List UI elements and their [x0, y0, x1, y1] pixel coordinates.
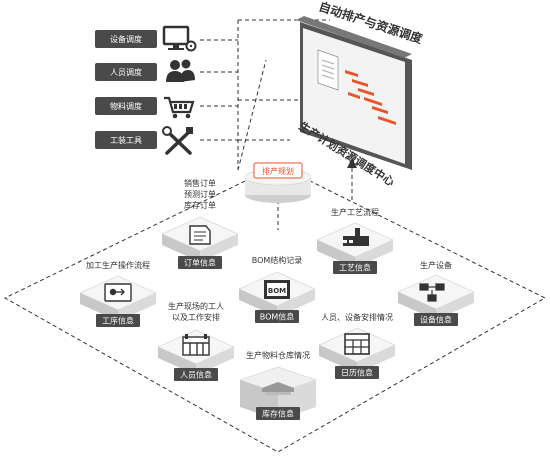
module-label: 日历信息	[341, 368, 373, 378]
module-caption: 生产工艺流程	[331, 207, 379, 217]
module-label: 订单信息	[184, 258, 216, 268]
module-label: 库存信息	[262, 409, 294, 419]
dashed-connectors	[3, 19, 547, 453]
schedule-board-icon	[182, 334, 210, 356]
factory-icon	[343, 228, 369, 246]
module-label: 工序信息	[102, 316, 134, 326]
module-procedure[interactable]: 工序信息 加工生产操作流程	[79, 260, 157, 327]
module-caption: 库存订单	[184, 200, 216, 210]
module-caption: 生产设备	[420, 260, 452, 270]
module-caption: 加工生产操作流程	[86, 260, 150, 270]
tools-icon	[162, 126, 193, 155]
module-inventory[interactable]: 库存信息 生产物料仓库情况	[238, 350, 318, 420]
sidebar-item-label: 人员调度	[110, 67, 142, 77]
warehouse-icon	[262, 382, 294, 395]
bom-box-icon: BOM	[264, 280, 290, 299]
module-calendar[interactable]: 日历信息 人员、设备安排情况	[318, 312, 396, 379]
rules-label: 排产规划	[262, 166, 294, 176]
module-caption: BOM结构记录	[252, 255, 303, 265]
module-caption: 生产现场的工人	[168, 301, 224, 311]
workflow-icon	[104, 283, 132, 302]
network-icon	[419, 283, 445, 302]
svg-text:BOM: BOM	[268, 287, 286, 295]
module-bom[interactable]: BOM BOM信息 BOM结构记录	[238, 255, 316, 323]
module-caption: 以及工作安排	[172, 312, 220, 322]
module-label: BOM信息	[260, 312, 295, 322]
module-caption: 销售订单	[184, 178, 216, 188]
gantt-bars	[345, 70, 396, 125]
sidebar: 设备调度 人员调度 物料调度 工装工具	[95, 25, 197, 155]
sidebar-item-label: 设备调度	[110, 34, 142, 44]
people-icon	[166, 59, 195, 82]
calendar-icon	[344, 333, 370, 355]
module-personnel[interactable]: 人员信息 生产现场的工人 以及工作安排	[157, 301, 235, 381]
document-icon	[189, 225, 211, 245]
monitor-gear-icon	[162, 25, 197, 52]
module-label: 人员信息	[180, 370, 212, 380]
module-caption: 预测订单	[184, 189, 216, 199]
sidebar-item-label: 物料调度	[110, 101, 142, 111]
module-label: 设备信息	[420, 315, 452, 325]
sidebar-item-tooling[interactable]: 工装工具	[95, 131, 157, 149]
sidebar-item-material-scheduling[interactable]: 物料调度	[95, 97, 157, 115]
sidebar-item-personnel-scheduling[interactable]: 人员调度	[95, 63, 157, 81]
sidebar-item-label: 工装工具	[110, 135, 142, 145]
up-arrow	[347, 158, 357, 200]
module-equipment[interactable]: 设备信息 生产设备	[397, 260, 475, 326]
cart-icon	[164, 96, 195, 119]
module-caption: 生产物料仓库情况	[246, 350, 310, 360]
rules-cylinder[interactable]: 排产规划	[244, 162, 312, 203]
module-label: 工艺信息	[339, 263, 371, 273]
module-process[interactable]: 工艺信息 生产工艺流程	[316, 207, 394, 274]
module-caption: 人员、设备安排情况	[321, 312, 393, 322]
module-order[interactable]: 订单信息 销售订单 预测订单 库存订单	[161, 178, 239, 269]
scheduling-board: 自动排产与资源调度 生产计划资源调度中心	[296, 0, 425, 189]
sidebar-item-equipment-scheduling[interactable]: 设备调度	[95, 30, 157, 48]
